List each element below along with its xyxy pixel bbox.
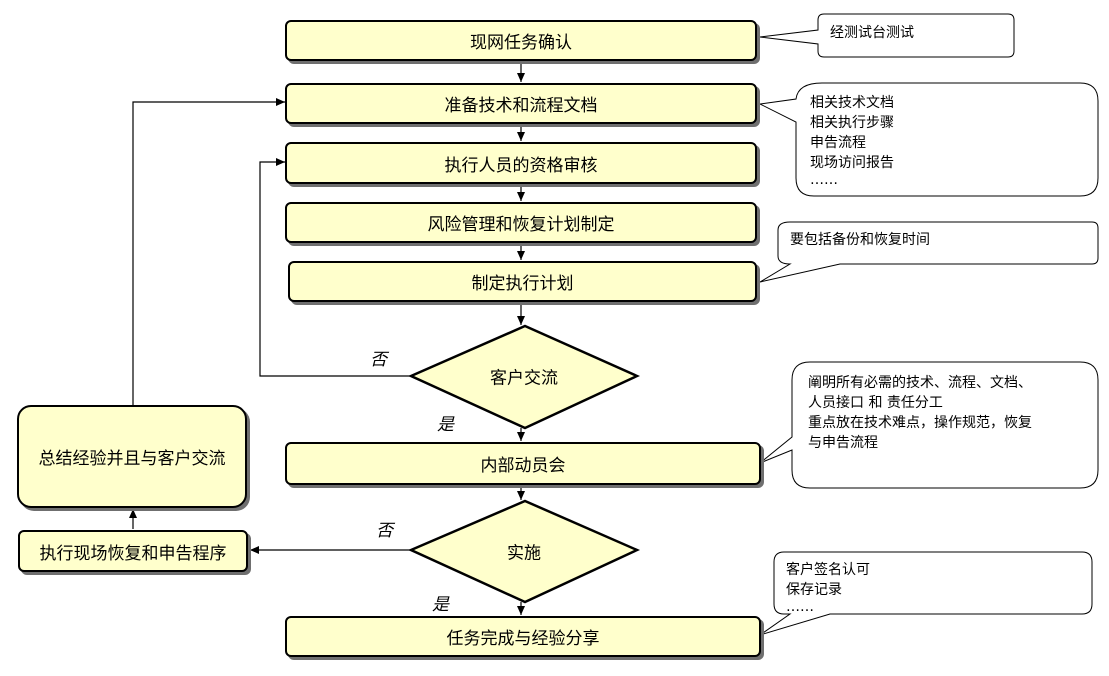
callout-line: 阐明所有必需的技术、流程、文档、	[808, 375, 1032, 391]
callout-line: 与申告流程	[808, 435, 878, 451]
step-risk-plan-label: 风险管理和恢复计划制定	[427, 215, 615, 235]
callout-bubble-prepare-docs	[758, 82, 1099, 197]
step-recover: 执行现场恢复和申告程序	[18, 530, 248, 572]
callout-line: 申告流程	[810, 135, 866, 151]
callout-bubble-complete	[759, 551, 1093, 636]
step-qualify: 执行人员的资格审核	[285, 142, 757, 184]
callout-confirm-text: 经测试台测试	[830, 23, 914, 43]
step-confirm-label: 现网任务确认	[470, 33, 572, 53]
callout-prepare-docs-text: 相关技术文档 相关执行步骤 申告流程 现场访问报告 ……	[810, 93, 894, 187]
step-mobilize-label: 内部动员会	[480, 456, 566, 476]
branch-yes-implement-label: 是	[432, 595, 449, 615]
callout-line: 重点放在技术难点，操作规范，恢复	[808, 415, 1032, 431]
step-exec-plan-label: 制定执行计划	[471, 274, 574, 294]
callout-bubble-confirm	[759, 13, 1015, 58]
branch-no-implement-label: 否	[376, 521, 393, 541]
callout-exec-plan-text: 要包括备份和恢复时间	[790, 230, 930, 250]
step-complete: 任务完成与经验分享	[285, 616, 761, 657]
decision-diamond-implement	[407, 499, 641, 604]
branch-yes-customer-label: 是	[437, 415, 454, 435]
callout-line: 现场访问报告	[810, 155, 894, 171]
callout-line: 保存记录	[786, 582, 842, 598]
callout-line: 人员接口 和 责任分工	[808, 395, 943, 411]
callout-line: 相关技术文档	[810, 95, 894, 111]
step-exec-plan: 制定执行计划	[288, 261, 757, 302]
callout-line: 客户签名认可	[786, 562, 870, 578]
callout-bubble-exec-plan	[759, 221, 1099, 283]
step-prepare-docs: 准备技术和流程文档	[285, 83, 757, 124]
step-prepare-docs-label: 准备技术和流程文档	[444, 96, 598, 116]
decision-customer-label: 客户交流	[490, 368, 558, 389]
step-complete-label: 任务完成与经验分享	[446, 629, 600, 649]
decision-diamond-customer	[407, 324, 641, 430]
callout-line: ……	[786, 599, 814, 615]
step-recover-label: 执行现场恢复和申告程序	[39, 543, 227, 564]
step-confirm: 现网任务确认	[285, 20, 757, 61]
callout-mobilize-text: 阐明所有必需的技术、流程、文档、 人员接口 和 责任分工 重点放在技术难点，操作…	[808, 373, 1032, 453]
callout-line: 相关执行步骤	[810, 115, 894, 131]
callout-line: 要包括备份和恢复时间	[790, 232, 930, 248]
callout-complete-text: 客户签名认可 保存记录 ……	[786, 560, 870, 614]
step-qualify-label: 执行人员的资格审核	[444, 155, 598, 176]
step-summarize-label: 总结经验并且与客户交流	[38, 449, 226, 469]
step-mobilize: 内部动员会	[285, 442, 761, 485]
step-risk-plan: 风险管理和恢复计划制定	[285, 202, 757, 243]
branch-no-customer-label: 否	[370, 350, 387, 370]
decision-implement-label: 实施	[507, 543, 541, 564]
callout-line: ……	[810, 172, 838, 188]
callout-bubble-mobilize	[759, 361, 1099, 489]
step-summarize: 总结经验并且与客户交流	[17, 405, 247, 508]
callout-line: 经测试台测试	[830, 25, 914, 41]
